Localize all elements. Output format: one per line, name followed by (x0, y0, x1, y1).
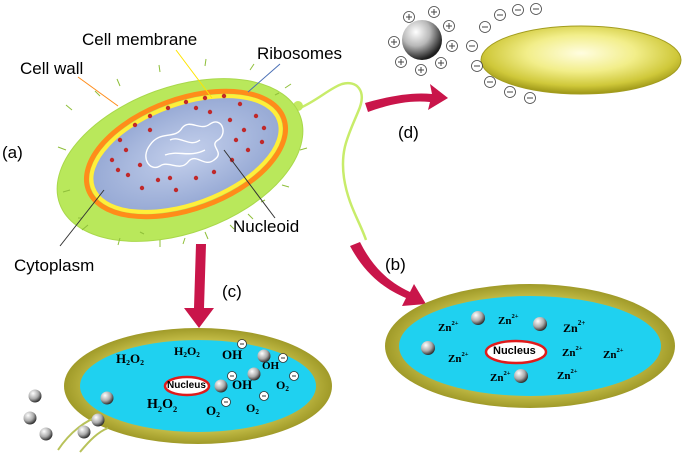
species-zn-2: Zn2+ (498, 313, 519, 327)
cell-wall-ring (83, 88, 289, 220)
species-o2-1: O2 (276, 378, 289, 393)
minus-charges (466, 3, 542, 104)
arrow-d (365, 84, 448, 112)
nucleus-label-c: Nucleus (167, 380, 206, 391)
charge-signs (391, 8, 539, 99)
arrows (184, 84, 448, 328)
label-panel-a: (a) (2, 143, 23, 162)
label-panel-d: (d) (398, 123, 419, 142)
species-zn-7: Zn2+ (490, 370, 511, 384)
species-o2-3: O2 (246, 401, 259, 416)
species-o2-2: O2 (206, 403, 221, 420)
species-oh-1: OH (222, 347, 243, 362)
arrow-c (184, 244, 214, 328)
label-panel-c: (c) (222, 282, 242, 301)
nucleus-label-b: Nucleus (493, 345, 536, 357)
leader-lines (59, 49, 281, 247)
species-zn-3: Zn2+ (563, 319, 586, 335)
label-cytoplasm: Cytoplasm (14, 256, 95, 275)
nucleus-b (484, 339, 548, 365)
species-zn-8: Zn2+ (557, 368, 578, 382)
arrow-b (350, 242, 426, 306)
balls-b (421, 311, 547, 383)
panel-d-graphic (388, 3, 682, 104)
species-zn-4: Zn2+ (448, 351, 469, 365)
ribosome-dots (109, 93, 267, 193)
label-cell-membrane: Cell membrane (82, 30, 198, 49)
species-zn-6: Zn2+ (603, 347, 624, 361)
label-ribosomes: Ribosomes (257, 44, 343, 63)
species-h2o2-1: H2O2 (116, 351, 145, 368)
species-oh-3: OH (232, 377, 253, 392)
nucleoid-dna (145, 121, 224, 169)
panel-b-dish (385, 284, 675, 408)
label-panel-b: (b) (385, 255, 406, 274)
nanoparticle-ball (402, 20, 442, 60)
species-oh-2: OH (262, 360, 280, 372)
panel-c-dish (23, 328, 332, 453)
label-cell-wall: Cell wall (20, 59, 84, 78)
nucleus-c (163, 375, 211, 397)
species-h2o2-3: H2O2 (147, 397, 178, 414)
species-h2o2-2: H2O2 (174, 344, 200, 359)
species-zn-1: Zn2+ (438, 320, 459, 334)
balls-c (23, 349, 271, 441)
label-nucleoid: Nucleoid (233, 217, 300, 236)
bacterium (56, 58, 368, 247)
species-zn-5: Zn2+ (562, 345, 583, 359)
flagellum (299, 81, 368, 241)
